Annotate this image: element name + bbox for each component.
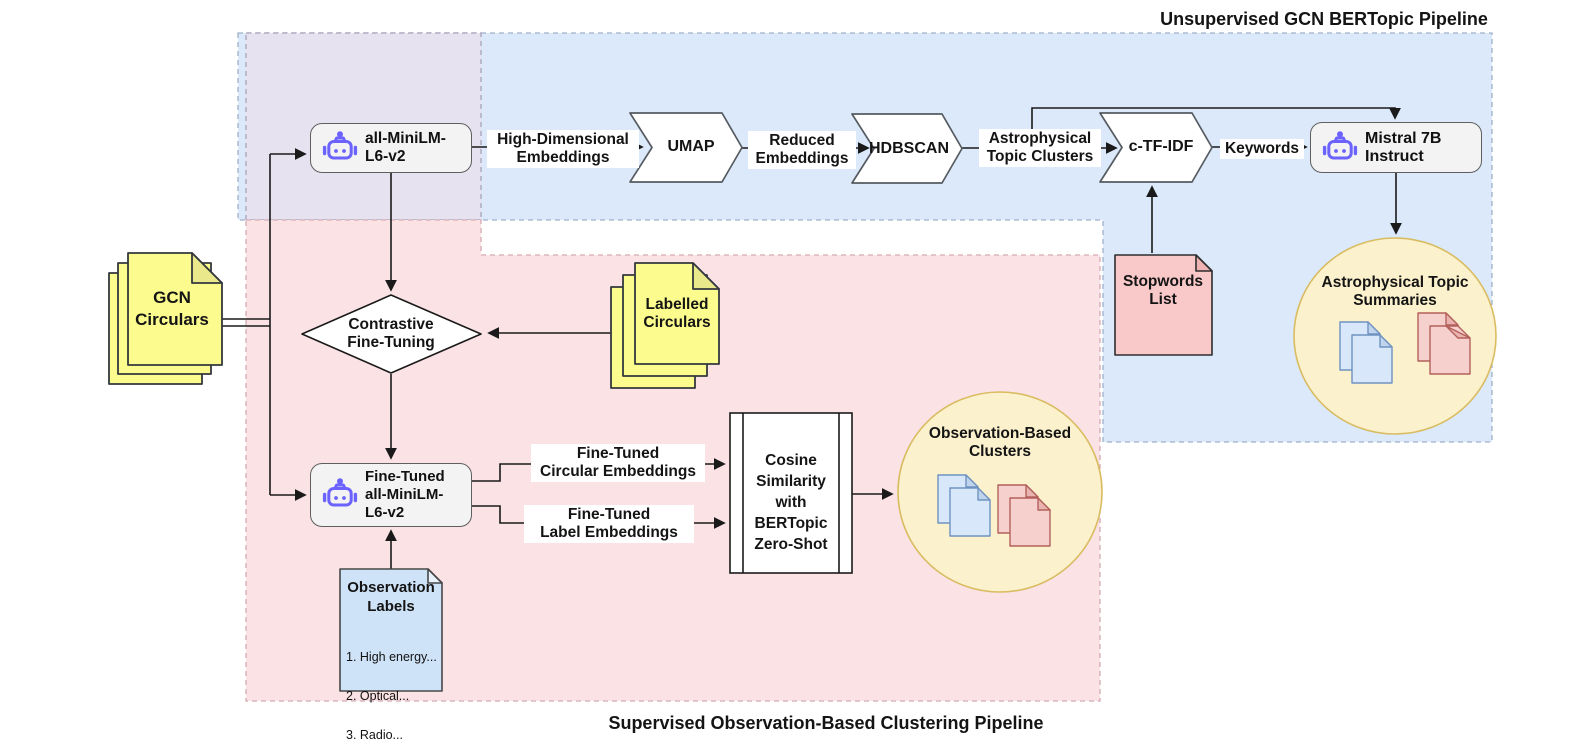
observation-label-item: 1. High energy... <box>346 649 437 664</box>
all-minilm-label: all-MiniLM- L6-v2 <box>365 130 446 165</box>
hdbscan-chevron <box>851 113 963 184</box>
supervised-pipeline-title: Supervised Observation-Based Clustering … <box>608 713 1044 733</box>
mistral-node: Mistral 7B Instruct <box>1310 122 1482 173</box>
cosine-box <box>729 412 853 574</box>
contrastive-fine-tuning-label: Contrastive Fine-Tuning <box>347 316 435 351</box>
observation-based-clusters-label: Observation-Based Clusters <box>928 425 1072 460</box>
stopwords-note <box>1114 254 1213 356</box>
umap-label: UMAP <box>667 138 715 155</box>
obsclusters-doc-blue <box>937 474 991 537</box>
stopwords-list-label: Stopwords List <box>1122 273 1204 308</box>
robot-icon <box>322 130 358 166</box>
reduced-embeddings-label: Reduced Embeddings <box>748 131 856 169</box>
observation-labels-title: Observation Labels <box>347 579 435 615</box>
fine-tuned-circular-embeddings-label: Fine-Tuned Circular Embeddings <box>531 444 705 482</box>
observation-label-item: 3. Radio... <box>346 727 403 742</box>
labelled-circulars-stack <box>610 262 720 389</box>
observation-labels-note <box>339 568 443 692</box>
hdbscan-label: HDBSCAN <box>869 140 949 157</box>
high-dimensional-embeddings-label: High-Dimensional Embeddings <box>487 130 639 168</box>
process-chevrons <box>629 112 1213 184</box>
unsupervised-pipeline-title: Unsupervised GCN BERTopic Pipeline <box>1160 9 1488 29</box>
observation-labels-list: 1. High energy... 2. Optical... 3. Radio… <box>346 628 440 745</box>
fine-tuned-minilm-node: Fine-Tuned all-MiniLM- L6-v2 <box>310 463 472 527</box>
robot-icon <box>1322 130 1358 166</box>
contrastive-diamond <box>301 294 482 374</box>
summaries-doc-red <box>1417 312 1471 375</box>
all-minilm-node: all-MiniLM- L6-v2 <box>310 123 472 173</box>
gcn-circulars-label: GCN Circulars <box>135 288 209 329</box>
keywords-label: Keywords <box>1220 139 1304 159</box>
ctfidf-chevron <box>1099 112 1213 183</box>
gcn-circulars-stack <box>108 252 223 385</box>
labelled-circulars-label: Labelled Circulars <box>643 296 711 331</box>
astro-summaries-circle <box>1293 237 1497 435</box>
astrophysical-topic-clusters-label: Astrophysical Topic Clusters <box>979 129 1101 167</box>
robot-icon <box>322 477 358 513</box>
obsclusters-doc-red <box>997 484 1051 547</box>
mistral-label: Mistral 7B Instruct <box>1365 129 1442 165</box>
fine-tuned-label-embeddings-label: Fine-Tuned Label Embeddings <box>524 505 694 543</box>
astro-topic-summaries-label: Astrophysical Topic Summaries <box>1321 274 1469 309</box>
ctfidf-label: c-TF-IDF <box>1128 138 1194 155</box>
summaries-doc-blue <box>1339 321 1393 384</box>
fine-tuned-minilm-label: Fine-Tuned all-MiniLM- L6-v2 <box>365 468 445 521</box>
umap-chevron <box>629 112 743 183</box>
observation-label-item: 2. Optical... <box>346 688 410 703</box>
edge-clusters-to-mistral <box>1031 107 1401 129</box>
cosine-similarity-label: Cosine Similarity with BERTopic Zero-Sho… <box>754 452 828 553</box>
